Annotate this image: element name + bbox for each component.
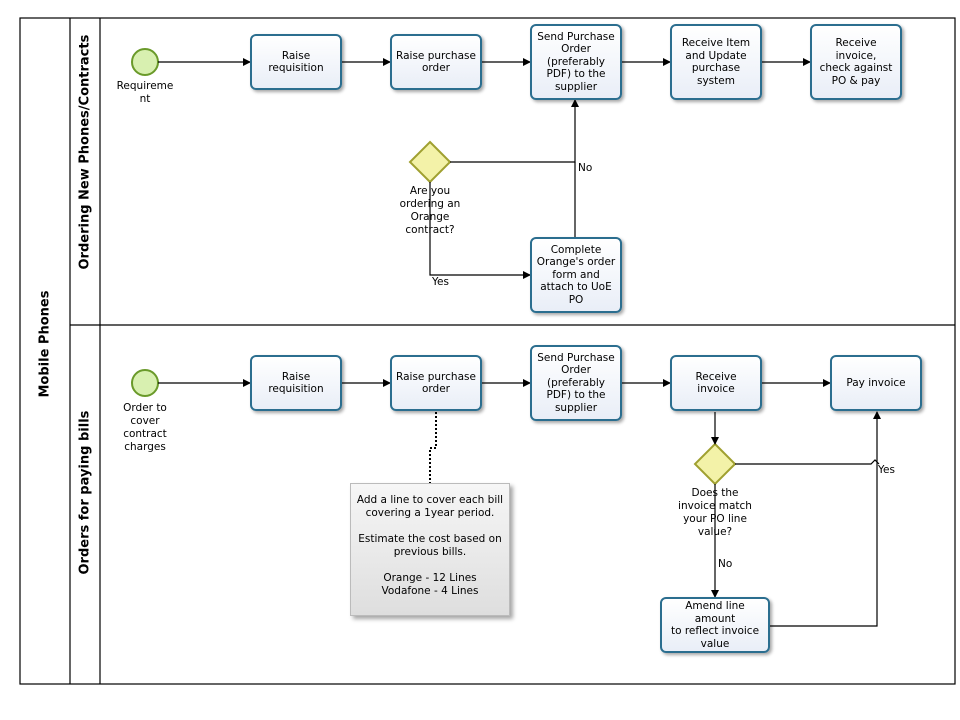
flow-label-l1-yes: Yes [432,276,449,288]
flow-label-l2-no: No [718,558,733,570]
flow-l1-gateway-no [450,99,579,163]
start-event-lane2[interactable] [131,369,159,397]
pool-label: Mobile Phones [37,290,53,398]
flow-label-l1-no: No [578,162,593,174]
task-l1-send-po[interactable]: Send Purchase Order (preferably PDF) to … [530,24,622,100]
flow-l1-gateway-yes [429,182,531,279]
task-l2-raise-po[interactable]: Raise purchase order [390,355,482,411]
start-event-lane1[interactable] [131,48,159,76]
start-event-label-lane1: Requireme nt [116,80,174,105]
task-l2-raise-requisition[interactable]: Raise requisition [250,355,342,411]
lane-label-ordering: Ordering New Phones/Contracts [77,34,93,270]
task-l2-receive-invoice[interactable]: Receive invoice [670,355,762,411]
gateway-label-lane1: Are you ordering an Orange contract? [399,185,461,236]
task-l1-raise-requisition[interactable]: Raise requisition [250,34,342,90]
start-event-label-lane2: Order to cover contract charges [123,402,167,453]
text-annotation: Add a line to cover each bill covering a… [350,483,510,616]
gateway-lane2[interactable] [693,442,737,486]
flow-l2-amend-to-pay [770,411,881,627]
task-l1-complete-orange-form[interactable]: Complete Orange's order form and attach … [530,237,622,313]
pool-border [19,17,956,685]
gateway-label-lane2: Does the invoice match your PO line valu… [678,487,752,538]
task-l2-pay-invoice[interactable]: Pay invoice [830,355,922,411]
task-l2-send-po[interactable]: Send Purchase Order (preferably PDF) to … [530,345,622,421]
annotation-association [429,412,437,483]
flow-label-l2-yes: Yes [878,464,895,476]
task-l1-receive-item[interactable]: Receive Item and Update purchase system [670,24,762,100]
task-l2-amend-line-amount[interactable]: Amend line amount to reflect invoice val… [660,597,770,653]
gateway-lane1[interactable] [408,140,452,184]
task-l1-raise-po[interactable]: Raise purchase order [390,34,482,90]
task-l1-receive-invoice[interactable]: Receive invoice, check against PO & pay [810,24,902,100]
lane-label-paying: Orders for paying bills [77,410,93,575]
flow-l2-gateway-yes [735,459,880,465]
